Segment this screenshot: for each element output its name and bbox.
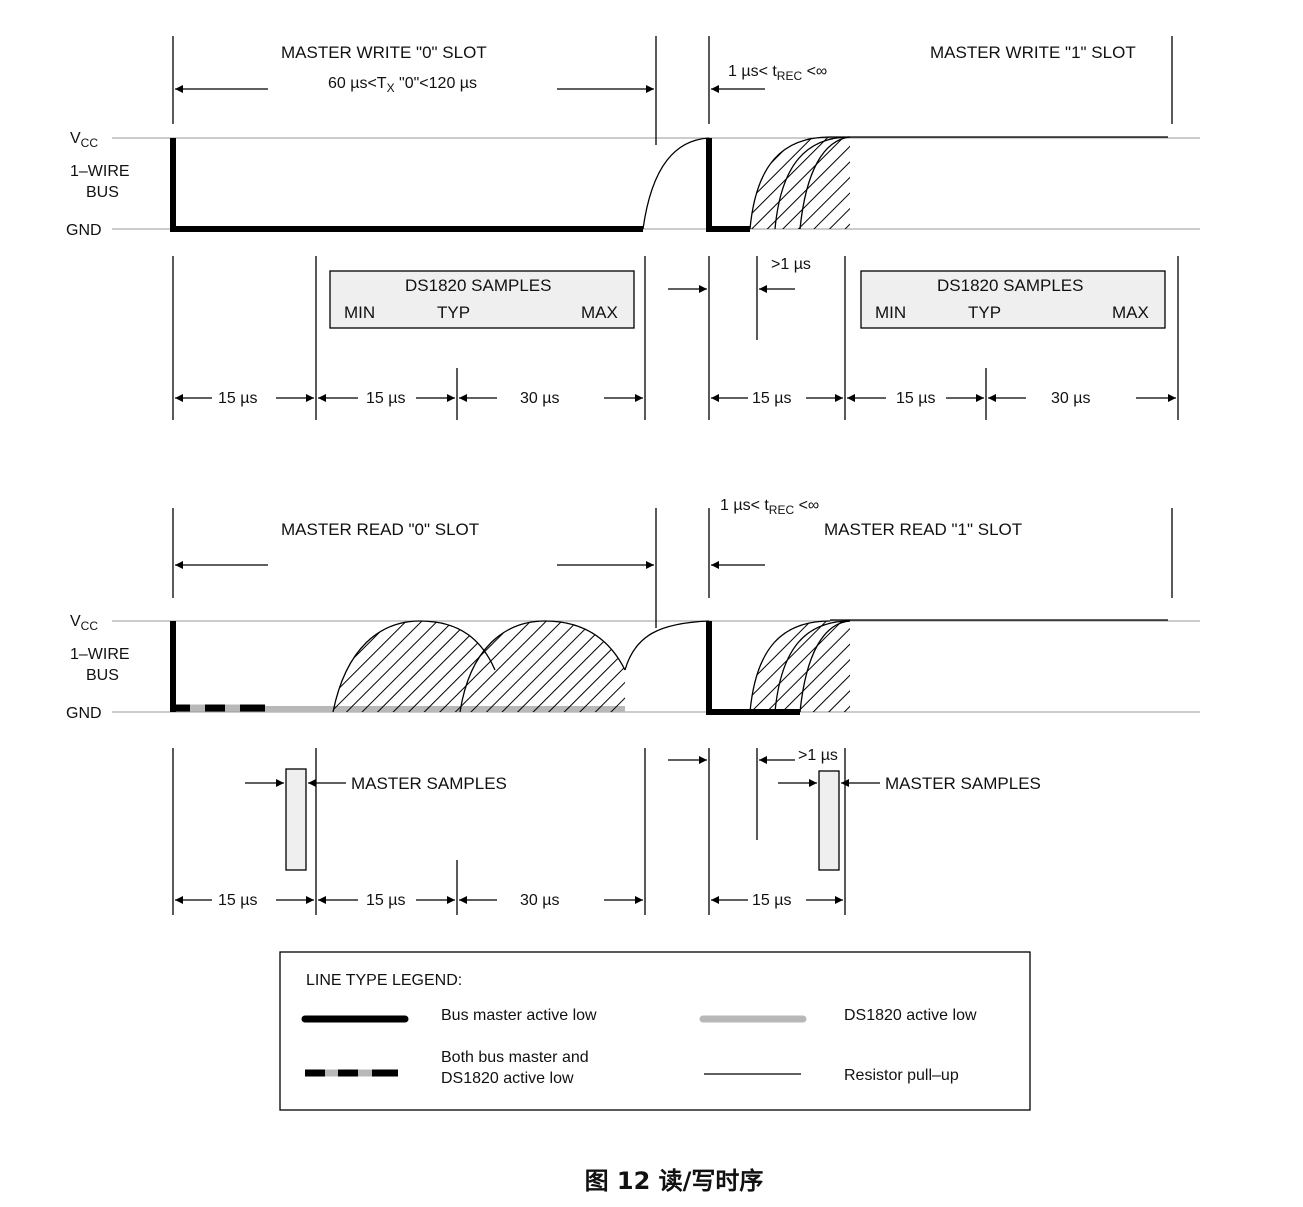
write1-samples-min: MIN <box>875 303 906 322</box>
read0-pullup-curves <box>332 620 710 713</box>
write1-t1: 15 µs <box>752 390 791 407</box>
write0-samples-box: DS1820 SAMPLES MIN TYP MAX <box>329 270 635 329</box>
read0-title: MASTER READ "0" SLOT <box>281 520 479 539</box>
read0-t1: 15 µs <box>218 892 257 909</box>
write0-t1: 15 µs <box>218 390 257 407</box>
legend-both-label-line2: DS1820 active low <box>441 1070 574 1087</box>
legend-bus-master-label: Bus master active low <box>441 1007 597 1024</box>
write1-pullup-curves <box>749 136 1168 230</box>
read0-hatch <box>333 621 625 712</box>
write0-t2: 15 µs <box>366 390 405 407</box>
figure-caption: 图 12 读/写时序 <box>585 1167 764 1195</box>
legend-pullup-label: Resistor pull–up <box>844 1067 959 1084</box>
write1-samples-title: DS1820 SAMPLES <box>937 276 1083 295</box>
write1-trec: 1 µs< tREC <∞ <box>728 63 827 83</box>
write1-title: MASTER WRITE "1" SLOT <box>930 43 1136 62</box>
gnd-label: GND <box>66 222 102 239</box>
read0-master-samples-window <box>285 768 307 871</box>
write0-tx: 60 µs<TX "0"<120 µs <box>328 75 477 95</box>
read-timing-boundaries <box>172 748 846 915</box>
read1-gt1: >1 µs <box>798 747 838 764</box>
read1-master-samples-window <box>818 770 840 871</box>
bus-label-line1: 1–WIRE <box>70 163 130 180</box>
write1-t2: 15 µs <box>896 390 935 407</box>
bus-label-read-line1: 1–WIRE <box>70 646 130 663</box>
write0-title: MASTER WRITE "0" SLOT <box>281 43 487 62</box>
write0-master-low <box>170 138 643 232</box>
read0-t2: 15 µs <box>366 892 405 909</box>
write1-samples-max: MAX <box>1112 303 1149 322</box>
write0-samples-min: MIN <box>344 303 375 322</box>
read0-samples-label: MASTER SAMPLES <box>351 774 507 793</box>
write-timing-boundaries <box>172 256 1179 420</box>
write1-t3: 30 µs <box>1051 390 1090 407</box>
legend-title: LINE TYPE LEGEND: <box>306 972 462 989</box>
vcc-label: VCC <box>70 130 98 150</box>
vcc-label-read: VCC <box>70 613 98 633</box>
write1-master-low <box>706 138 750 232</box>
read1-samples-label: MASTER SAMPLES <box>885 774 1041 793</box>
bus-label-read-line2: BUS <box>86 667 119 684</box>
write0-pullup <box>642 137 710 230</box>
line-type-legend: LINE TYPE LEGEND: Bus master active low … <box>279 951 1031 1111</box>
legend-ds1820-label: DS1820 active low <box>844 1007 977 1024</box>
slot-boundaries-top <box>172 36 1173 145</box>
read1-trec: 1 µs< tREC <∞ <box>720 497 819 517</box>
read1-hatch <box>750 621 850 712</box>
write1-gt1: >1 µs <box>771 256 811 273</box>
read1-title: MASTER READ "1" SLOT <box>824 520 1022 539</box>
write0-samples-typ: TYP <box>437 303 470 322</box>
read1-pullup-curves <box>749 619 1168 713</box>
slot-boundaries-bottom <box>172 508 1173 628</box>
read1-t1: 15 µs <box>752 892 791 909</box>
write0-samples-title: DS1820 SAMPLES <box>405 276 551 295</box>
bus-label-line2: BUS <box>86 184 119 201</box>
write-section: VCC 1–WIRE BUS GND MASTER WRITE "0" SLOT… <box>66 36 1200 420</box>
read0-t3: 30 µs <box>520 892 559 909</box>
write1-samples-typ: TYP <box>968 303 1001 322</box>
write0-t3: 30 µs <box>520 390 559 407</box>
legend-both-label-line1: Both bus master and <box>441 1049 589 1066</box>
write1-hatch <box>750 137 850 229</box>
gnd-label-read: GND <box>66 705 102 722</box>
write1-samples-box: DS1820 SAMPLES MIN TYP MAX <box>860 270 1166 329</box>
read-section: VCC 1–WIRE BUS GND MASTER READ "0" SLOT … <box>66 497 1200 915</box>
write0-samples-max: MAX <box>581 303 618 322</box>
